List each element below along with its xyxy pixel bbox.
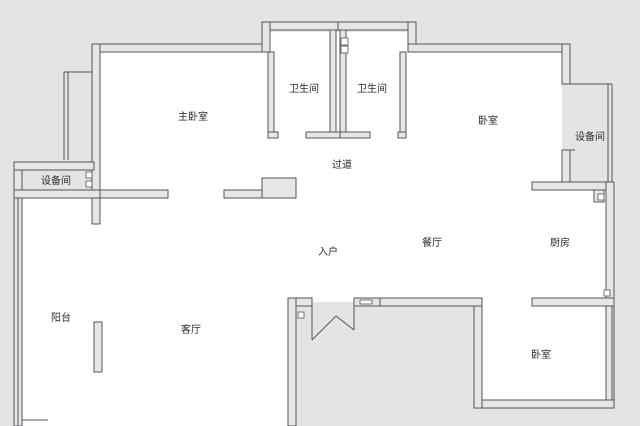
label-living-room: 客厅 <box>181 323 201 336</box>
label-corridor: 过道 <box>332 158 352 171</box>
outer-walls <box>13 21 615 426</box>
shaft-markers <box>85 37 611 319</box>
balcony-lines <box>17 71 613 426</box>
entrance-door <box>311 306 355 341</box>
label-bathroom-right: 卫生间 <box>357 82 387 95</box>
label-equipment-left: 设备间 <box>41 174 71 187</box>
label-entrance: 入户 <box>318 245 338 258</box>
label-kitchen: 厨房 <box>550 236 570 249</box>
label-bedroom-top: 卧室 <box>478 114 498 127</box>
label-bedroom-bottom: 卧室 <box>531 348 551 361</box>
room-labels: 主卧室 卫生间 卫生间 卧室 设备间 设备间 过道 入户 餐厅 厨房 阳台 客厅… <box>41 82 605 361</box>
floor-area <box>22 32 608 426</box>
label-dining: 餐厅 <box>422 236 442 249</box>
label-bathroom-left: 卫生间 <box>289 82 319 95</box>
label-equipment-right: 设备间 <box>575 130 605 143</box>
label-master-bedroom: 主卧室 <box>178 110 208 123</box>
label-balcony: 阳台 <box>51 311 71 324</box>
